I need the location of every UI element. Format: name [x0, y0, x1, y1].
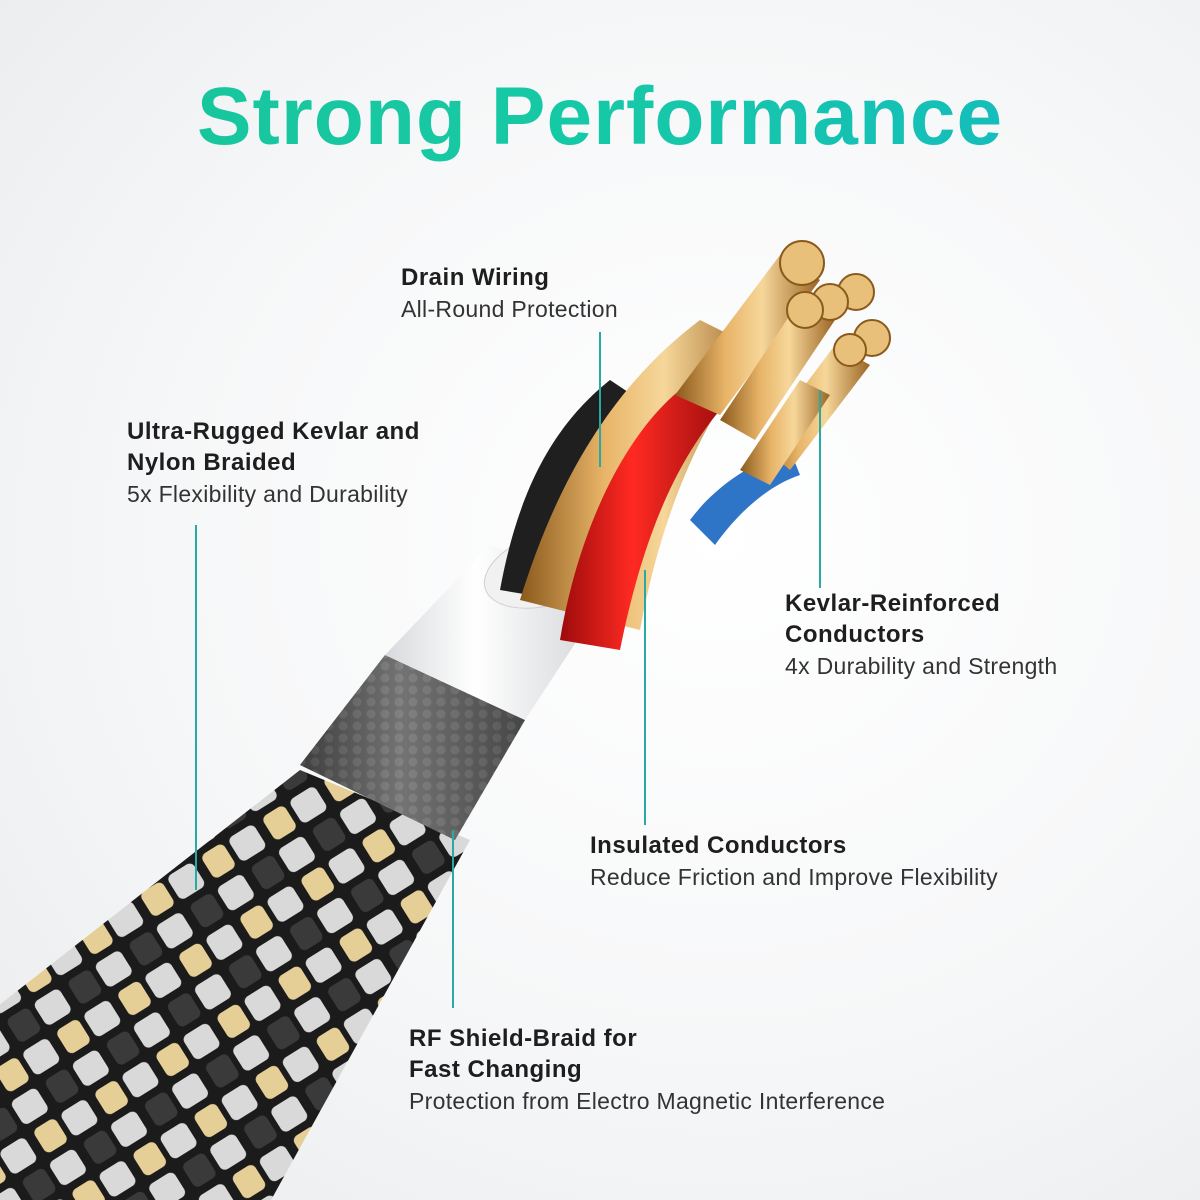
callout-title-line2: Nylon Braided — [127, 449, 297, 476]
leader-line-drain — [599, 332, 601, 467]
callout-title: Drain Wiring — [401, 264, 550, 291]
leader-line-kevlar-conductors — [819, 390, 821, 588]
callout-insulated-conductors: Insulated Conductors Reduce Friction and… — [590, 830, 998, 893]
leader-line-insulated — [644, 570, 646, 825]
page-title: Strong Performance — [0, 70, 1200, 164]
callout-subtitle: Protection from Electro Magnetic Interfe… — [409, 1088, 886, 1114]
callout-drain-wiring: Drain Wiring All-Round Protection — [401, 262, 618, 325]
callout-subtitle: 5x Flexibility and Durability — [127, 481, 408, 507]
callout-title-line1: RF Shield-Braid for — [409, 1025, 638, 1052]
callout-title-line2: Conductors — [785, 621, 925, 648]
callout-subtitle: Reduce Friction and Improve Flexibility — [590, 864, 998, 890]
callout-subtitle: All-Round Protection — [401, 296, 618, 322]
callout-title: Insulated Conductors — [590, 832, 847, 859]
callout-title-line1: Kevlar-Reinforced — [785, 590, 1001, 617]
callout-kevlar-nylon-braided: Ultra-Rugged Kevlar and Nylon Braided 5x… — [127, 416, 420, 510]
callout-rf-shield-braid: RF Shield-Braid for Fast Changing Protec… — [409, 1023, 885, 1117]
callout-title-line2: Fast Changing — [409, 1056, 583, 1083]
leader-line-rf-shield — [452, 830, 454, 1008]
callout-title-line1: Ultra-Rugged Kevlar and — [127, 418, 420, 445]
callout-kevlar-reinforced-conductors: Kevlar-Reinforced Conductors 4x Durabili… — [785, 588, 1057, 682]
callout-subtitle: 4x Durability and Strength — [785, 653, 1058, 679]
leader-line-kevlar-nylon — [195, 525, 197, 890]
